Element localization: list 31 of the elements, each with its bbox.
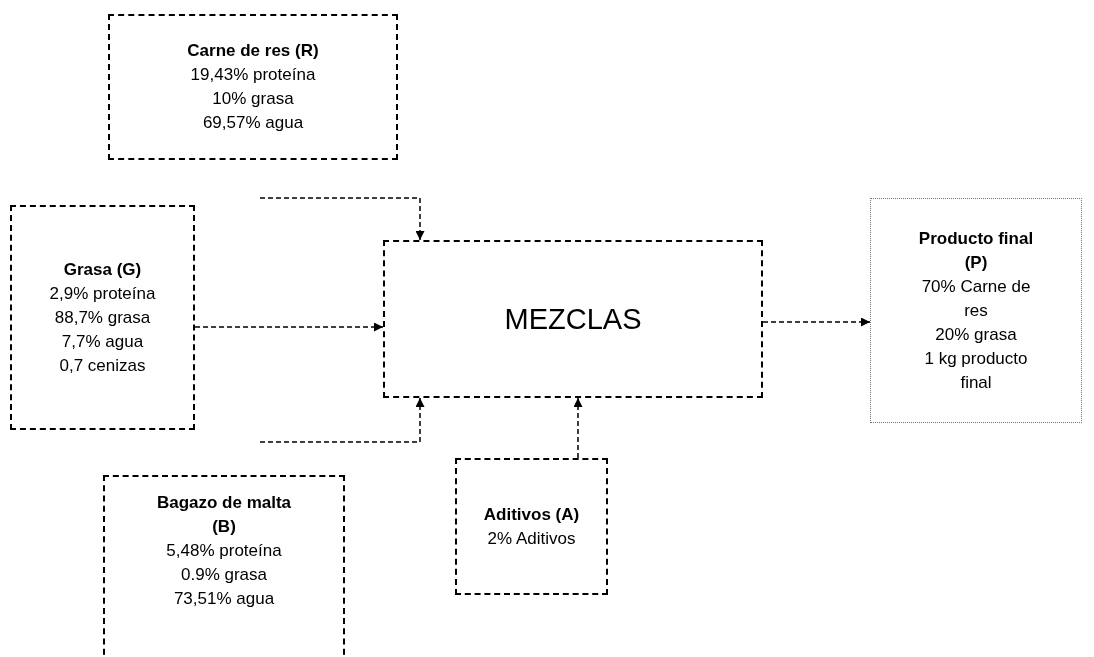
composition-text: 73,51% agua xyxy=(172,588,276,610)
composition-text: 2% Aditivos xyxy=(486,527,577,550)
arrow xyxy=(762,317,871,327)
composition-text: 0.9% grasa xyxy=(180,564,268,586)
composition-text: 88,7% grasa xyxy=(53,306,152,329)
box-heading: Bagazo de malta (B) xyxy=(155,492,293,538)
composition-text: 70% Carne de res xyxy=(920,275,1032,322)
box-heading: Aditivos (A) xyxy=(482,503,581,526)
process-box xyxy=(383,240,763,398)
arrow xyxy=(259,397,425,443)
output-box xyxy=(870,198,1082,423)
ingredient-box xyxy=(108,14,398,160)
composition-text: 7,7% agua xyxy=(60,330,145,353)
box-heading: Carne de res (R) xyxy=(186,40,320,62)
ingredient-box xyxy=(10,205,195,430)
composition-text: 1 kg producto final xyxy=(923,347,1029,394)
arrow xyxy=(259,197,425,241)
composition-text: 0,7 cenizas xyxy=(58,354,147,377)
ingredient-box xyxy=(455,458,608,595)
composition-text: 69,57% agua xyxy=(201,112,305,134)
ingredient-box xyxy=(103,475,345,657)
box-heading: Grasa (G) xyxy=(62,258,143,281)
composition-text: 2,9% proteína xyxy=(48,282,157,305)
box-heading: Producto final (P) xyxy=(917,227,1035,274)
composition-text: 19,43% proteína xyxy=(189,64,317,86)
composition-text: 5,48% proteína xyxy=(165,540,283,562)
composition-text: 20% grasa xyxy=(934,323,1018,346)
arrow xyxy=(194,322,384,332)
arrow xyxy=(573,397,583,459)
composition-text: 10% grasa xyxy=(211,88,295,110)
process-label: MEZCLAS xyxy=(503,302,643,336)
